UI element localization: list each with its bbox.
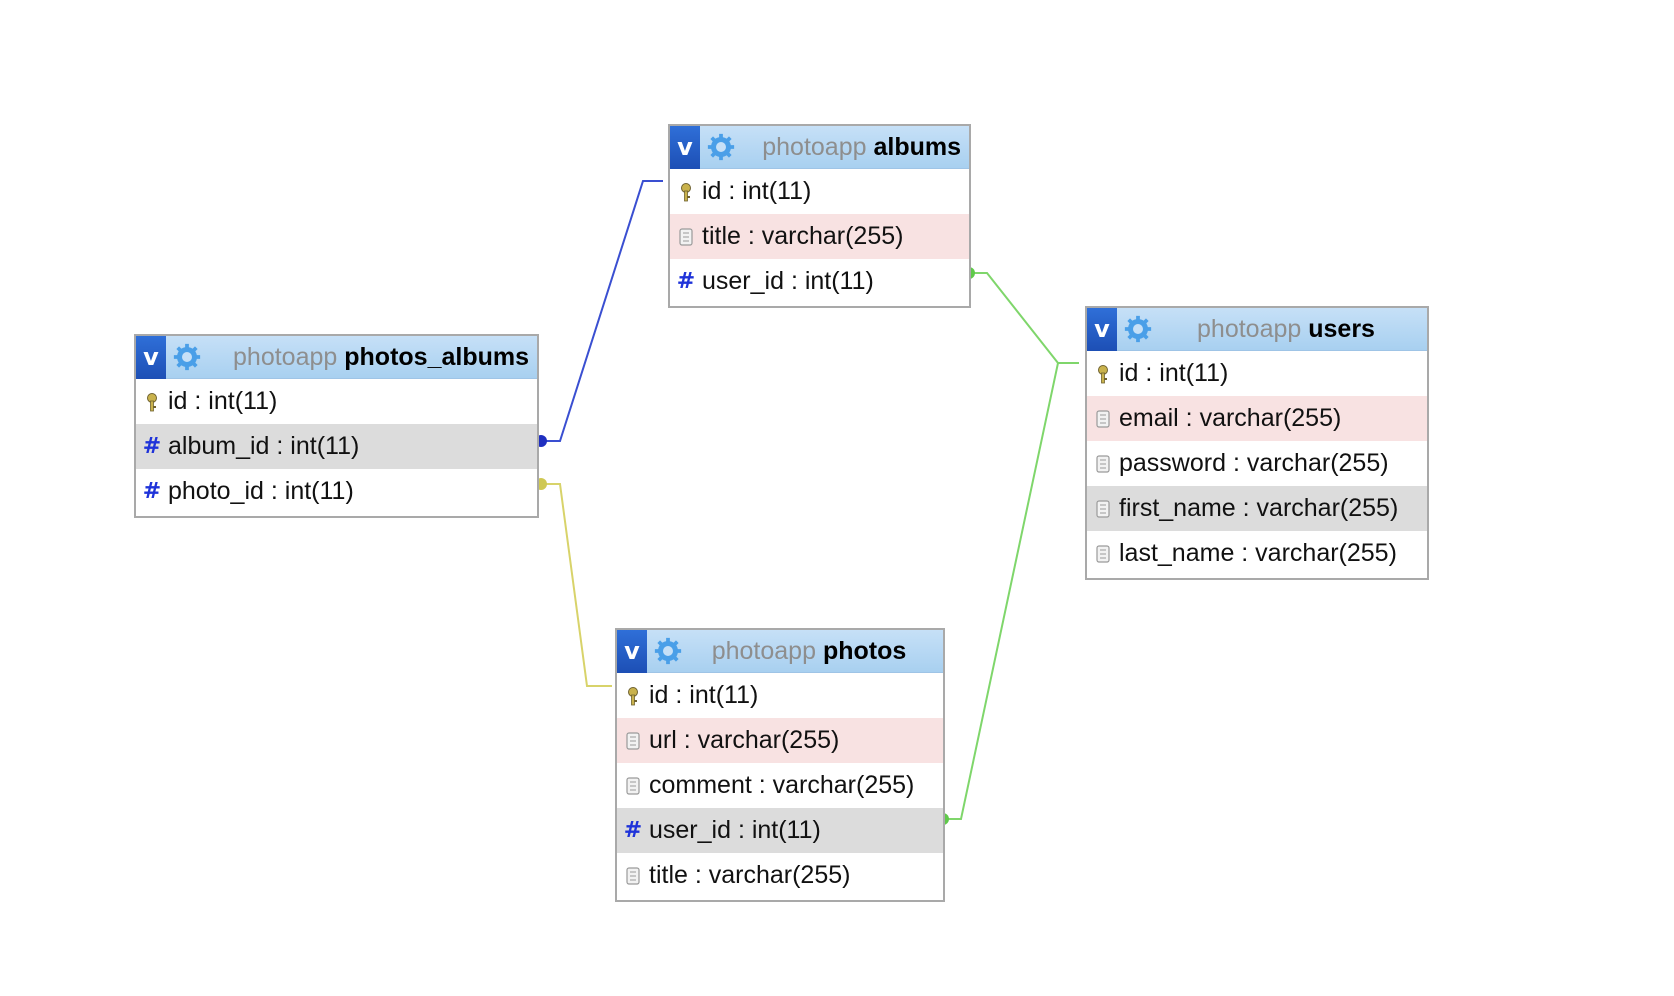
table-name: albums — [873, 132, 961, 161]
hash-icon: # — [676, 269, 696, 294]
database-name: photoapp — [1197, 314, 1302, 343]
key-icon — [617, 686, 649, 706]
column-row[interactable]: comment : varchar(255) — [617, 763, 943, 808]
column-label: url : varchar(255) — [649, 726, 840, 754]
gear-icon[interactable] — [1123, 314, 1153, 344]
key-icon — [670, 182, 702, 202]
toggle-button[interactable]: v — [1087, 307, 1117, 351]
column-label: email : varchar(255) — [1119, 404, 1342, 432]
relation-line-photo-id — [539, 483, 612, 687]
column-label: user_id : int(11) — [702, 267, 874, 295]
database-name: photoapp — [233, 342, 338, 371]
gear-icon[interactable] — [706, 132, 736, 162]
database-name: photoapp — [711, 636, 816, 665]
column-row[interactable]: password : varchar(255) — [1087, 441, 1427, 486]
column-label: title : varchar(255) — [702, 222, 904, 250]
table-name: photos — [822, 636, 907, 665]
text-field-icon — [617, 866, 649, 885]
column-row[interactable]: url : varchar(255) — [617, 718, 943, 763]
column-row[interactable]: id : int(11) — [1087, 351, 1427, 396]
column-label: id : int(11) — [1119, 359, 1229, 387]
table-photos-albums[interactable]: v photoapp photos_albums — [134, 334, 539, 518]
text-field-icon — [1087, 544, 1119, 563]
gear-icon[interactable] — [653, 636, 683, 666]
key-icon — [1087, 364, 1119, 384]
text-field-icon — [617, 731, 649, 750]
hash-icon: # — [142, 479, 162, 504]
column-label: user_id : int(11) — [649, 816, 821, 844]
table-header[interactable]: v photoapp albums — [670, 125, 969, 169]
gear-icon[interactable] — [172, 342, 202, 372]
toggle-button[interactable]: v — [136, 335, 166, 379]
column-row[interactable]: # user_id : int(11) — [670, 259, 969, 304]
column-label: title : varchar(255) — [649, 861, 851, 889]
column-row[interactable]: # album_id : int(11) — [136, 424, 537, 469]
column-label: id : int(11) — [702, 177, 812, 205]
text-field-icon — [670, 227, 702, 246]
database-name: photoapp — [762, 132, 867, 161]
column-row[interactable]: title : varchar(255) — [617, 853, 943, 898]
column-row[interactable]: # photo_id : int(11) — [136, 469, 537, 514]
table-name: users — [1308, 314, 1375, 343]
table-photos[interactable]: v photoapp photos — [615, 628, 945, 902]
column-row[interactable]: id : int(11) — [136, 379, 537, 424]
column-row[interactable]: title : varchar(255) — [670, 214, 969, 259]
column-label: password : varchar(255) — [1119, 449, 1389, 477]
text-field-icon — [1087, 454, 1119, 473]
table-title[interactable]: photoapp photos_albums — [202, 343, 537, 372]
column-row[interactable]: email : varchar(255) — [1087, 396, 1427, 441]
column-label: comment : varchar(255) — [649, 771, 915, 799]
column-row[interactable]: id : int(11) — [670, 169, 969, 214]
column-row[interactable]: first_name : varchar(255) — [1087, 486, 1427, 531]
hash-icon: # — [142, 434, 162, 459]
key-icon — [136, 392, 168, 412]
table-title[interactable]: photoapp users — [1153, 315, 1427, 344]
column-label: first_name : varchar(255) — [1119, 494, 1399, 522]
table-albums[interactable]: v photoapp albums — [668, 124, 971, 308]
toggle-button[interactable]: v — [617, 629, 647, 673]
column-label: id : int(11) — [168, 387, 278, 415]
relation-line-album-user-id — [967, 272, 1079, 364]
column-label: photo_id : int(11) — [168, 477, 354, 505]
table-header[interactable]: v photoapp users — [1087, 307, 1427, 351]
column-label: album_id : int(11) — [168, 432, 360, 460]
column-label: id : int(11) — [649, 681, 759, 709]
text-field-icon — [617, 776, 649, 795]
table-title[interactable]: photoapp photos — [683, 637, 943, 666]
table-name: photos_albums — [344, 342, 529, 371]
table-title[interactable]: photoapp albums — [736, 133, 969, 162]
table-header[interactable]: v photoapp photos_albums — [136, 335, 537, 379]
toggle-button[interactable]: v — [670, 125, 700, 169]
column-row[interactable]: id : int(11) — [617, 673, 943, 718]
column-label: last_name : varchar(255) — [1119, 539, 1397, 567]
table-users[interactable]: v photoapp users — [1085, 306, 1429, 580]
column-row[interactable]: last_name : varchar(255) — [1087, 531, 1427, 576]
relation-line-album-id — [539, 180, 663, 442]
text-field-icon — [1087, 409, 1119, 428]
text-field-icon — [1087, 499, 1119, 518]
relation-line-photo-user-id — [941, 362, 1079, 820]
column-row[interactable]: # user_id : int(11) — [617, 808, 943, 853]
hash-icon: # — [623, 818, 643, 843]
table-header[interactable]: v photoapp photos — [617, 629, 943, 673]
